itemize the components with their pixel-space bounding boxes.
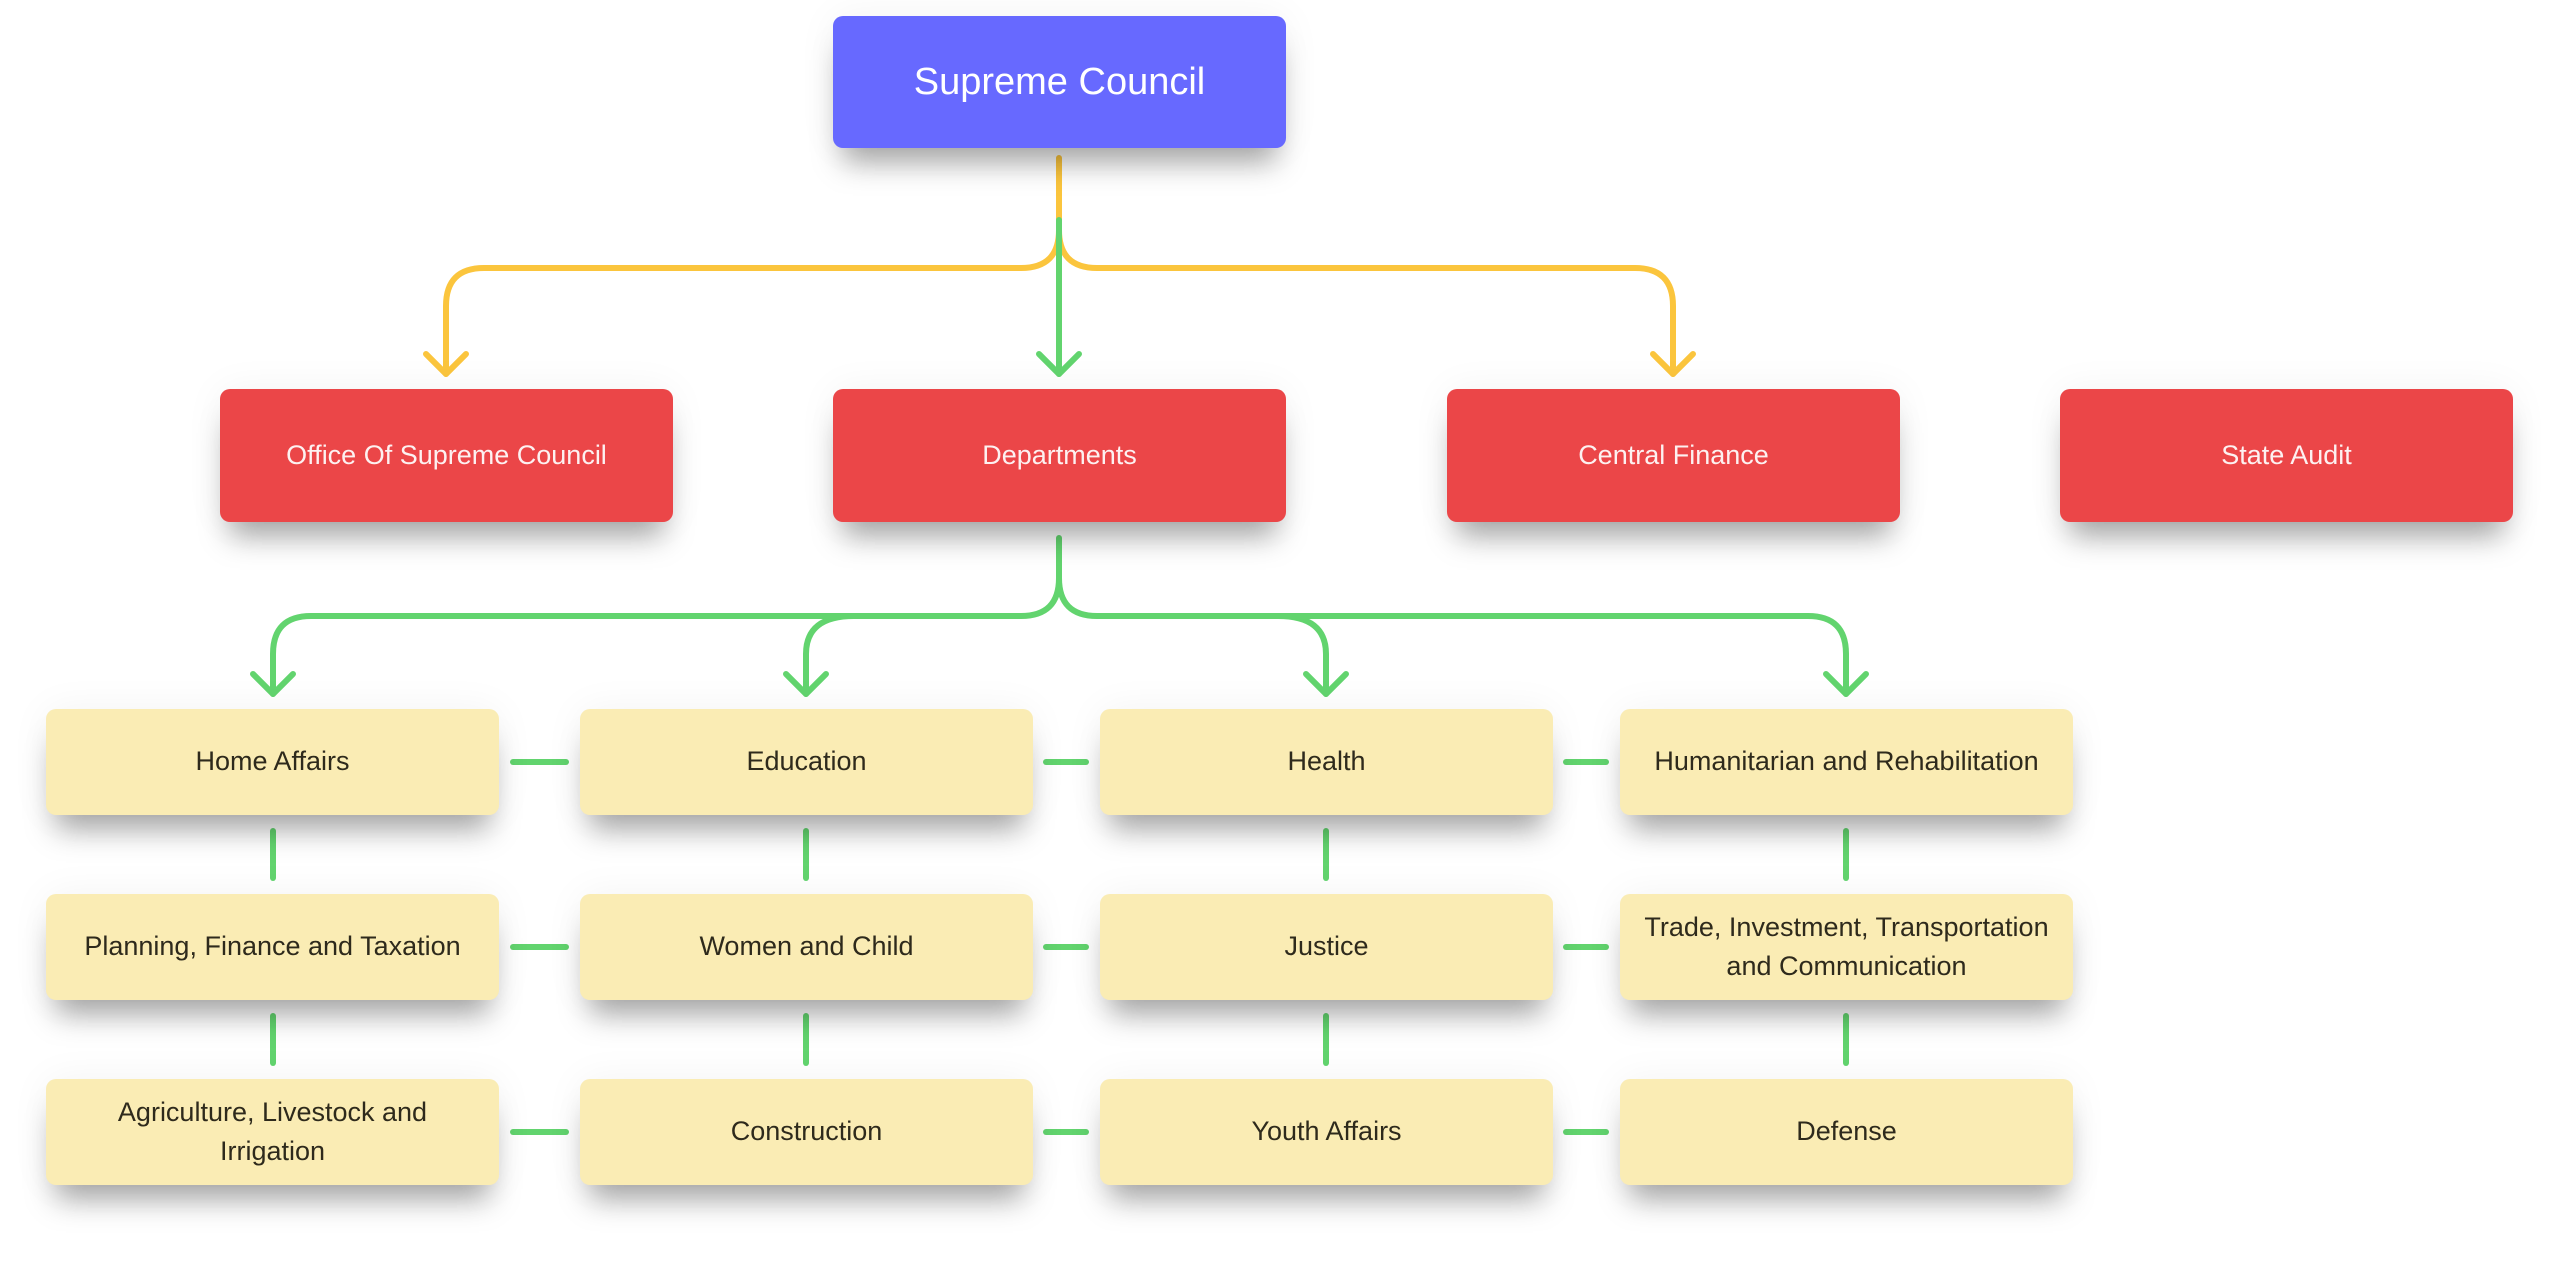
node-label: Health — [1287, 746, 1366, 777]
node-trade-investment-transportation-communication[interactable]: Trade, Investment, Transportation and Co… — [1620, 894, 2073, 1000]
node-label: Construction — [730, 1116, 883, 1147]
node-label: Justice — [1284, 931, 1369, 962]
arrow-to-central-finance-icon — [1650, 351, 1696, 377]
node-label: State Audit — [2221, 440, 2352, 470]
node-label: Youth Affairs — [1251, 1116, 1402, 1147]
connector-to-central-finance — [1056, 227, 1676, 377]
node-office-of-supreme-council[interactable]: Office Of Supreme Council — [220, 389, 673, 522]
arrow-to-column-1-icon — [250, 671, 296, 697]
node-education[interactable]: Education — [580, 709, 1033, 815]
node-label: Central Finance — [1578, 440, 1769, 470]
node-home-affairs[interactable]: Home Affairs — [46, 709, 499, 815]
arrow-to-column-3-icon — [1303, 671, 1349, 697]
node-label: Agriculture, Livestock and Irrigation — [117, 1096, 428, 1166]
node-label: Women and Child — [699, 931, 914, 962]
arrow-to-column-2-icon — [783, 671, 829, 697]
node-health[interactable]: Health — [1100, 709, 1553, 815]
node-women-and-child[interactable]: Women and Child — [580, 894, 1033, 1000]
node-label: Defense — [1796, 1116, 1897, 1147]
node-construction[interactable]: Construction — [580, 1079, 1033, 1185]
arrow-to-office-icon — [423, 351, 469, 377]
node-supreme-council[interactable]: Supreme Council — [833, 16, 1286, 148]
node-label: Planning, Finance and Taxation — [84, 931, 461, 962]
node-label: Office Of Supreme Council — [286, 440, 607, 470]
connector-to-home-affairs — [270, 575, 1062, 697]
node-defense[interactable]: Defense — [1620, 1079, 2073, 1185]
node-agriculture-livestock-irrigation[interactable]: Agriculture, Livestock and Irrigation — [46, 1079, 499, 1185]
node-label: Home Affairs — [195, 746, 350, 777]
node-label: Education — [746, 746, 867, 777]
connector-to-health — [1275, 613, 1329, 697]
arrow-to-column-4-icon — [1823, 671, 1869, 697]
arrow-to-departments-icon — [1036, 351, 1082, 377]
node-central-finance[interactable]: Central Finance — [1447, 389, 1900, 522]
node-label: Departments — [982, 440, 1137, 470]
node-humanitarian-and-rehabilitation[interactable]: Humanitarian and Rehabilitation — [1620, 709, 2073, 815]
node-state-audit[interactable]: State Audit — [2060, 389, 2513, 522]
node-label: Supreme Council — [913, 60, 1206, 103]
node-label: Humanitarian and Rehabilitation — [1654, 746, 2039, 777]
node-planning-finance-taxation[interactable]: Planning, Finance and Taxation — [46, 894, 499, 1000]
connector-to-humanitarian — [1056, 575, 1849, 697]
node-youth-affairs[interactable]: Youth Affairs — [1100, 1079, 1553, 1185]
node-justice[interactable]: Justice — [1100, 894, 1553, 1000]
connector-to-education — [803, 613, 857, 697]
node-departments[interactable]: Departments — [833, 389, 1286, 522]
node-label: Trade, Investment, Transportation and Co… — [1644, 911, 2049, 981]
connector-to-office — [443, 155, 1062, 377]
